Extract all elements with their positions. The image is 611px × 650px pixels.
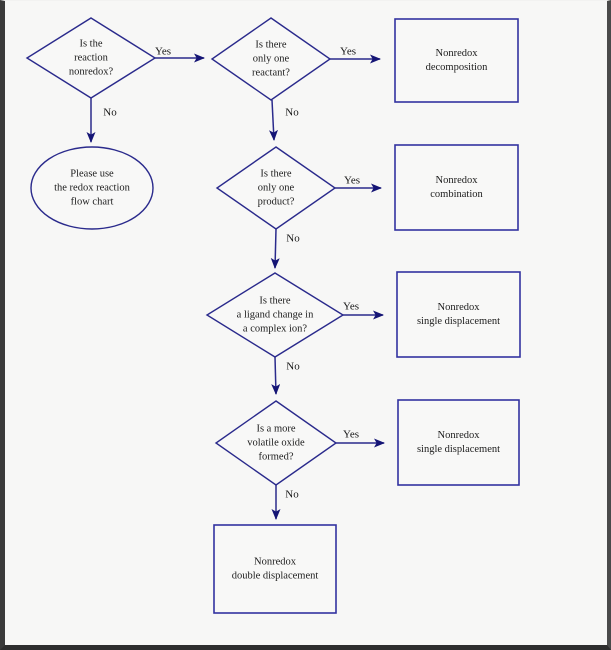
flow-edge: Yes bbox=[155, 46, 205, 63]
node-text-line: Is there bbox=[259, 295, 291, 306]
flow-node-q-ligand-change[interactable]: Is there a ligand change in a complex ion? bbox=[205, 272, 345, 358]
edge-label-no: No bbox=[285, 107, 299, 119]
node-text-line: Is a more bbox=[256, 423, 295, 434]
node-text-line: only one bbox=[253, 53, 290, 64]
terminator-ellipse bbox=[30, 146, 154, 230]
flow-node-q-one-product[interactable]: Is there only one product? bbox=[215, 146, 337, 230]
decision-diamond bbox=[214, 400, 338, 486]
process-box bbox=[397, 399, 520, 486]
edge-label-yes: Yes bbox=[340, 46, 356, 58]
edge-connector-line bbox=[271, 356, 281, 395]
flow-node-redox-chart[interactable]: Please use the redox reaction flow chart bbox=[30, 146, 154, 230]
node-text-line: Nonredox bbox=[436, 48, 479, 59]
flow-node-out-decomposition[interactable]: Nonredox decomposition bbox=[394, 18, 519, 103]
process-box bbox=[213, 524, 337, 614]
node-text-line: flow chart bbox=[71, 196, 114, 207]
node-text-line: double displacement bbox=[232, 570, 319, 581]
process-box bbox=[394, 144, 519, 231]
node-text-line: Nonredox bbox=[438, 302, 481, 313]
node-text-line: a ligand change in bbox=[237, 309, 314, 320]
node-text-line: combination bbox=[430, 189, 483, 200]
flow-node-out-combination[interactable]: Nonredox combination bbox=[394, 144, 519, 231]
flow-edge: No bbox=[271, 356, 300, 395]
node-text-line: Is there bbox=[255, 39, 287, 50]
node-text-line: a complex ion? bbox=[243, 323, 307, 334]
flow-edge: Yes bbox=[336, 429, 385, 448]
node-text-line: reactant? bbox=[252, 67, 290, 78]
node-text-line: volatile oxide bbox=[247, 437, 305, 448]
node-text-line: reaction bbox=[74, 52, 109, 63]
node-text-line: Please use bbox=[70, 168, 114, 179]
flow-node-out-double-displacement[interactable]: Nonredox double displacement bbox=[213, 524, 337, 614]
flow-edge: Yes bbox=[330, 46, 381, 64]
edge-connector-line bbox=[269, 99, 278, 141]
edge-label-no: No bbox=[286, 361, 300, 373]
edge-label-no: No bbox=[286, 233, 300, 245]
process-box bbox=[396, 271, 521, 358]
flow-edge: Yes bbox=[335, 175, 382, 193]
flow-edge: No bbox=[271, 485, 299, 520]
node-text-line: decomposition bbox=[426, 62, 489, 73]
flow-edge: Yes bbox=[343, 301, 384, 320]
flow-edge: No bbox=[86, 98, 117, 143]
process-box bbox=[394, 18, 519, 103]
node-text-line: single displacement bbox=[417, 444, 500, 455]
node-text-line: the redox reaction bbox=[54, 182, 131, 193]
flow-node-q-nonredox[interactable]: Is the reaction nonredox? bbox=[25, 17, 157, 99]
flow-edge: No bbox=[270, 228, 300, 269]
edge-label-no: No bbox=[103, 107, 117, 119]
flow-edge: No bbox=[269, 99, 299, 141]
decision-diamond bbox=[210, 17, 332, 101]
node-text-line: nonredox? bbox=[69, 66, 114, 77]
edge-label-yes: Yes bbox=[343, 429, 359, 441]
edge-label-yes: Yes bbox=[343, 301, 359, 313]
flow-node-q-one-reactant[interactable]: Is there only one reactant? bbox=[210, 17, 332, 101]
node-text-line: only one bbox=[258, 182, 295, 193]
node-text-line: formed? bbox=[259, 451, 294, 462]
node-text-line: single displacement bbox=[417, 316, 500, 327]
edge-label-yes: Yes bbox=[344, 175, 360, 187]
edge-connector-line bbox=[270, 228, 280, 269]
edge-label-no: No bbox=[285, 489, 299, 501]
node-text-line: Nonredox bbox=[254, 556, 297, 567]
node-text-line: Is the bbox=[79, 38, 102, 49]
node-text-line: Is there bbox=[260, 168, 292, 179]
edge-label-yes: Yes bbox=[155, 46, 171, 58]
decision-diamond bbox=[25, 17, 157, 99]
nodes-layer: Is the reaction nonredox? Please use the red… bbox=[25, 17, 521, 614]
flow-node-out-single-displacement-1[interactable]: Nonredox single displacement bbox=[396, 271, 521, 358]
flow-node-out-single-displacement-2[interactable]: Nonredox single displacement bbox=[397, 399, 520, 486]
node-text-line: Nonredox bbox=[436, 175, 479, 186]
node-text-line: Nonredox bbox=[438, 430, 481, 441]
decision-diamond bbox=[215, 146, 337, 230]
node-text-line: product? bbox=[258, 196, 295, 207]
flow-node-q-volatile-oxide[interactable]: Is a more volatile oxide formed? bbox=[214, 400, 338, 486]
decision-diamond bbox=[205, 272, 345, 358]
